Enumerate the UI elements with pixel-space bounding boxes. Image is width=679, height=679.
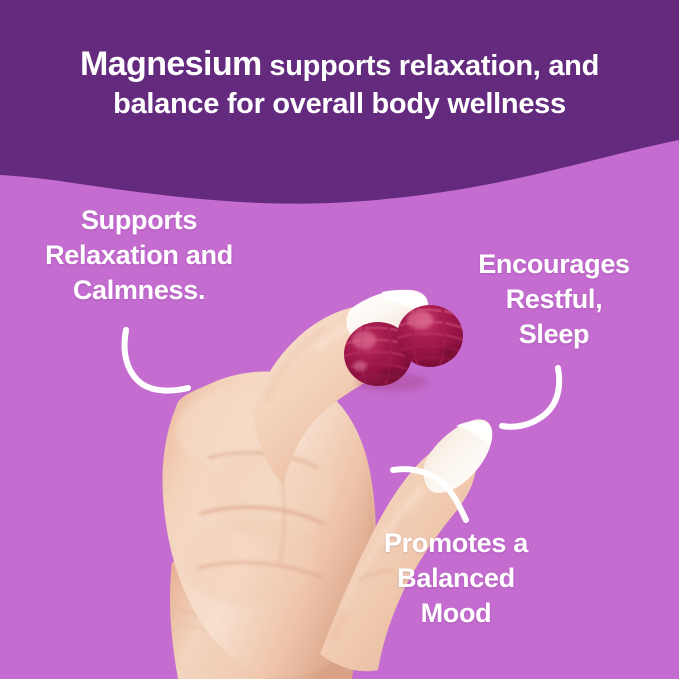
headline-line-1-rest: supports relaxation, and: [261, 50, 599, 82]
headline-line-1: Magnesium supports relaxation, and: [0, 42, 679, 86]
arc-relaxation-icon: [121, 327, 191, 394]
callout-sleep: Encourages Restful, Sleep: [440, 247, 668, 352]
callout-sleep-line-1: Encourages: [478, 249, 630, 279]
background-dark-purple-wave: [0, 0, 679, 204]
callout-relaxation-line-1: Supports: [80, 205, 198, 235]
arc-mood-icon: [390, 466, 469, 523]
callout-relaxation: Supports Relaxation and Calmness.: [8, 203, 270, 308]
callout-mood: Promotes a Balanced Mood: [338, 526, 574, 631]
headline-line-2: balance for overall body wellness: [113, 88, 566, 121]
callout-mood-line-1: Promotes a: [383, 528, 529, 558]
gummy-right: [397, 305, 463, 367]
arc-sleep-icon: [499, 365, 563, 430]
hand-holding-gummies-photo: [162, 289, 493, 679]
callout-sleep-line-3: Sleep: [518, 319, 590, 350]
callout-sleep-line-2: Restful,: [505, 284, 603, 315]
headline-brand-word: Magnesium: [80, 45, 262, 83]
callout-relaxation-line-2: Relaxation and: [45, 240, 233, 271]
callout-mood-line-3: Mood: [420, 598, 492, 629]
headline: Magnesium supports relaxation, and balan…: [0, 42, 679, 124]
callout-relaxation-line-3: Calmness.: [72, 275, 206, 306]
callout-mood-line-2: Balanced: [397, 563, 515, 594]
